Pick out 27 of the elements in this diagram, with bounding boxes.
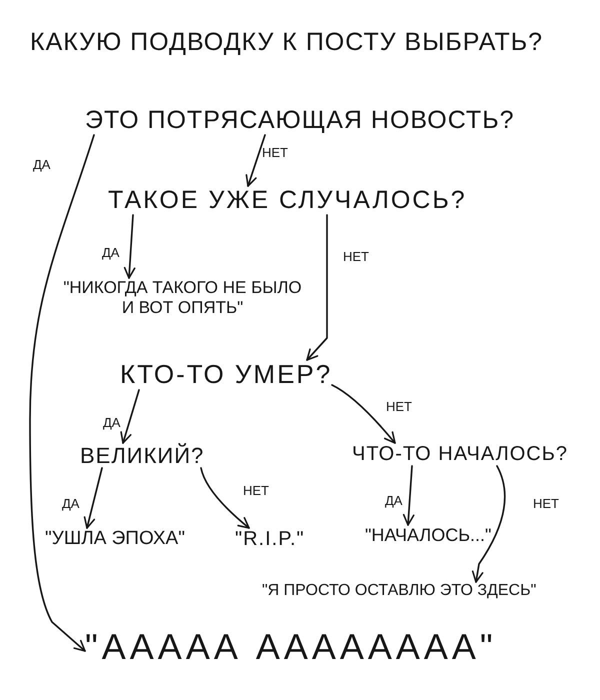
arrow [331, 384, 396, 444]
edge-label: ДА [385, 494, 402, 508]
arrow [124, 214, 136, 279]
question-text: ТАКОЕ УЖЕ СЛУЧАЛОСЬ? [108, 186, 467, 215]
question-text: КТО-ТО УМЕР? [120, 360, 332, 390]
answer-text: "УШЛА ЭПОХА" [45, 528, 185, 550]
answer-text: "R.I.P." [235, 528, 305, 551]
edge-label: ДА [62, 497, 80, 512]
question-text: ЧТО-ТО НАЧАЛОСЬ? [352, 443, 568, 466]
arrow [472, 465, 506, 583]
answer-text: "Я ПРОСТО ОСТАВЛЮ ЭТО ЗДЕСЬ" [262, 582, 536, 600]
arrow [200, 467, 250, 529]
answer-text: "ААААА АААААААА" [85, 626, 497, 668]
diagram-title: КАКУЮ ПОДВОДКУ К ПОСТУ ВЫБРАТЬ? [30, 28, 544, 57]
arrow [402, 465, 414, 526]
edge-label: ДА [102, 246, 120, 260]
edge-label: ДА [33, 158, 50, 172]
answer-text: "НИКОГДА ТАКОГО НЕ БЫЛО И ВОТ ОПЯТЬ" [55, 278, 310, 318]
question-text: ВЕЛИКИЙ? [80, 443, 204, 468]
question-text: ЭТО ПОТРЯСАЮЩАЯ НОВОСТЬ? [85, 106, 515, 135]
arrow [29, 134, 95, 652]
arrow [84, 467, 103, 529]
answer-text: "НАЧАЛОСЬ..." [365, 525, 492, 546]
arrow [246, 134, 266, 187]
arrow [120, 389, 140, 444]
edge-label: ДА [103, 416, 120, 430]
arrow [306, 214, 328, 361]
